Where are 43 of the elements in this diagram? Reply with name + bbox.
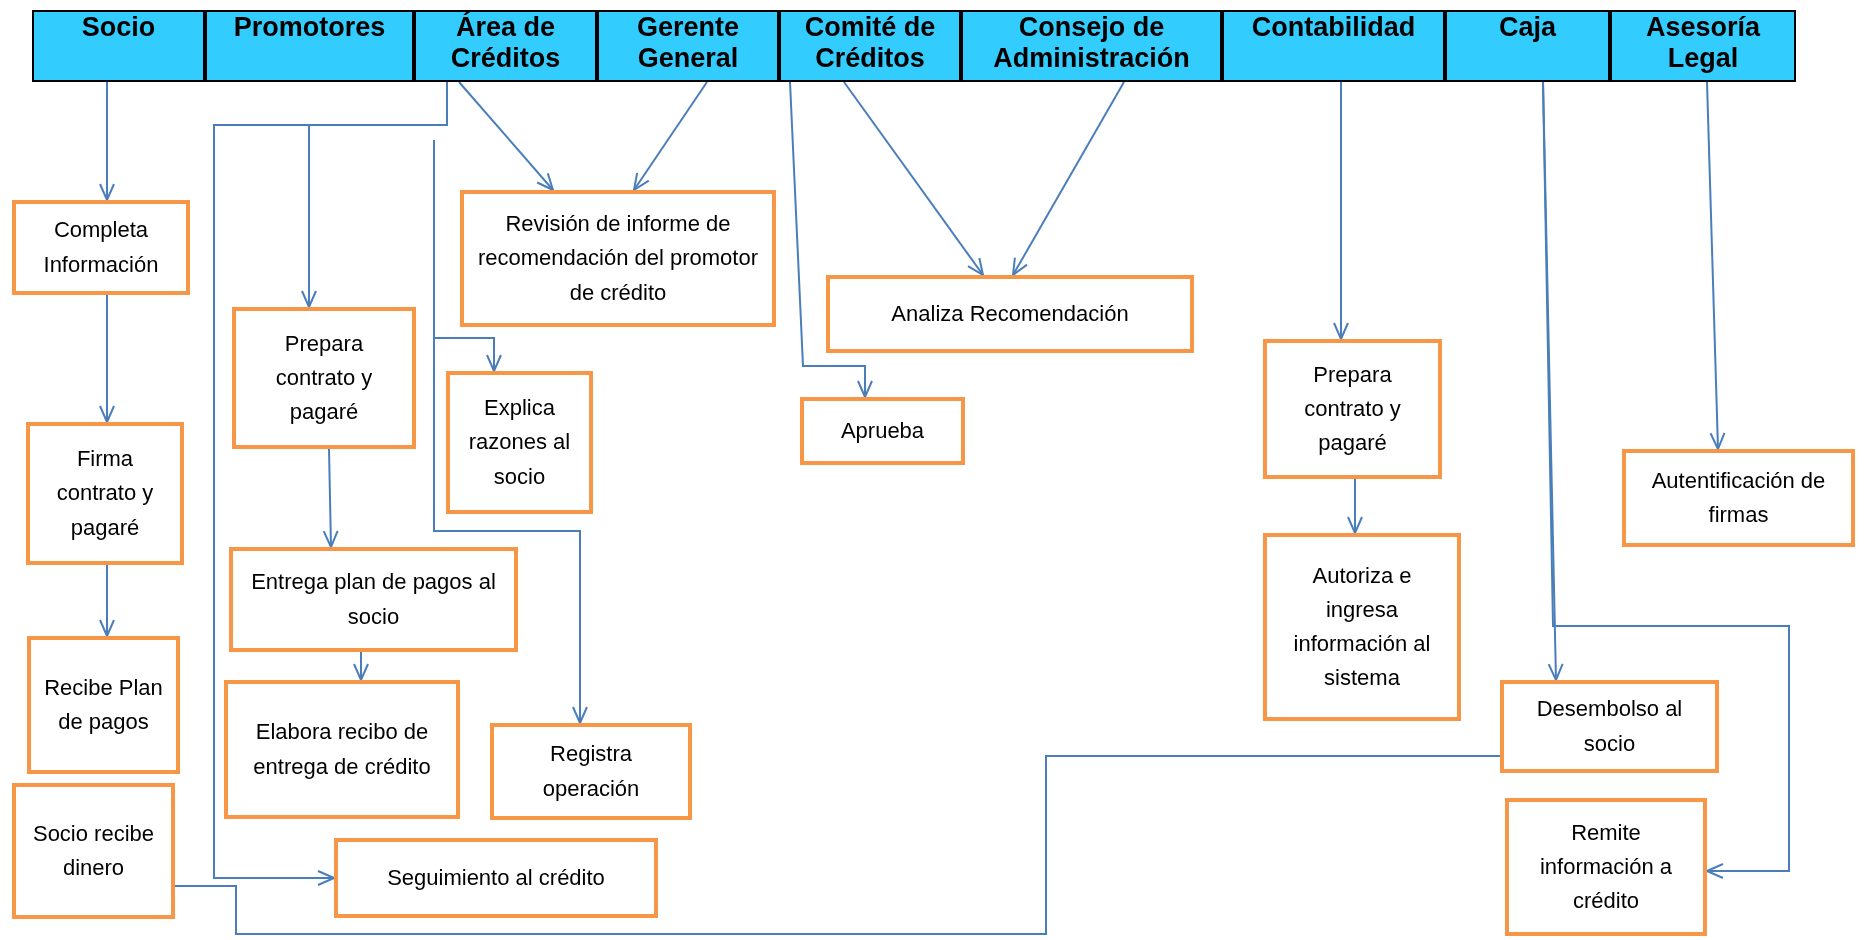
lane-header: Área de Créditos	[414, 10, 597, 82]
arrow	[789, 81, 873, 398]
process-box: Completa Información	[12, 200, 190, 295]
process-box: Prepara contrato y pagaré	[1263, 339, 1442, 479]
lane-header: Asesoría Legal	[1610, 10, 1796, 82]
process-box: Explica razones al socio	[446, 371, 593, 514]
arrow	[99, 81, 115, 201]
process-box: Entrega plan de pagos al socio	[229, 547, 518, 652]
process-box: Elabora recibo de entrega de crédito	[224, 680, 460, 819]
process-box: Seguimiento al crédito	[334, 838, 658, 918]
arrow	[633, 81, 708, 191]
process-box: Autoriza e ingresa información al sistema	[1263, 533, 1461, 721]
lane-header: Gerente General	[597, 10, 779, 82]
arrow	[99, 294, 115, 423]
process-box: Firma contrato y pagaré	[26, 422, 184, 565]
process-box: Desembolso al socio	[1500, 680, 1719, 773]
process-box: Remite información a crédito	[1505, 798, 1707, 936]
arrow	[433, 139, 588, 724]
arrow	[353, 651, 369, 681]
process-box: Aprueba	[800, 397, 965, 465]
arrow	[1706, 81, 1726, 450]
lane-header: Contabilidad	[1222, 10, 1445, 82]
process-box: Revisión de informe de recomendación del promotor de crédito	[460, 190, 776, 327]
arrow	[322, 448, 339, 548]
connector-line	[174, 755, 1501, 935]
arrow	[843, 81, 984, 276]
arrow	[1333, 81, 1349, 340]
process-box: Autentificación de firmas	[1622, 449, 1855, 547]
arrow	[1542, 81, 1790, 879]
process-box: Registra operación	[490, 723, 692, 820]
arrow	[99, 564, 115, 637]
arrow	[1347, 478, 1363, 534]
arrow	[1012, 81, 1125, 276]
lane-header: Caja	[1445, 10, 1610, 82]
process-box: Prepara contrato y pagaré	[232, 307, 416, 449]
lane-header: Consejo de Administración	[961, 10, 1222, 82]
lane-header: Promotores	[205, 10, 414, 82]
lane-header: Socio	[32, 10, 205, 82]
process-box: Socio recibe dinero	[12, 783, 175, 919]
process-box: Recibe Plan de pagos	[27, 636, 180, 774]
lane-header: Comité de Créditos	[779, 10, 961, 82]
process-box: Analiza Recomendación	[826, 275, 1194, 353]
arrow	[458, 81, 554, 191]
